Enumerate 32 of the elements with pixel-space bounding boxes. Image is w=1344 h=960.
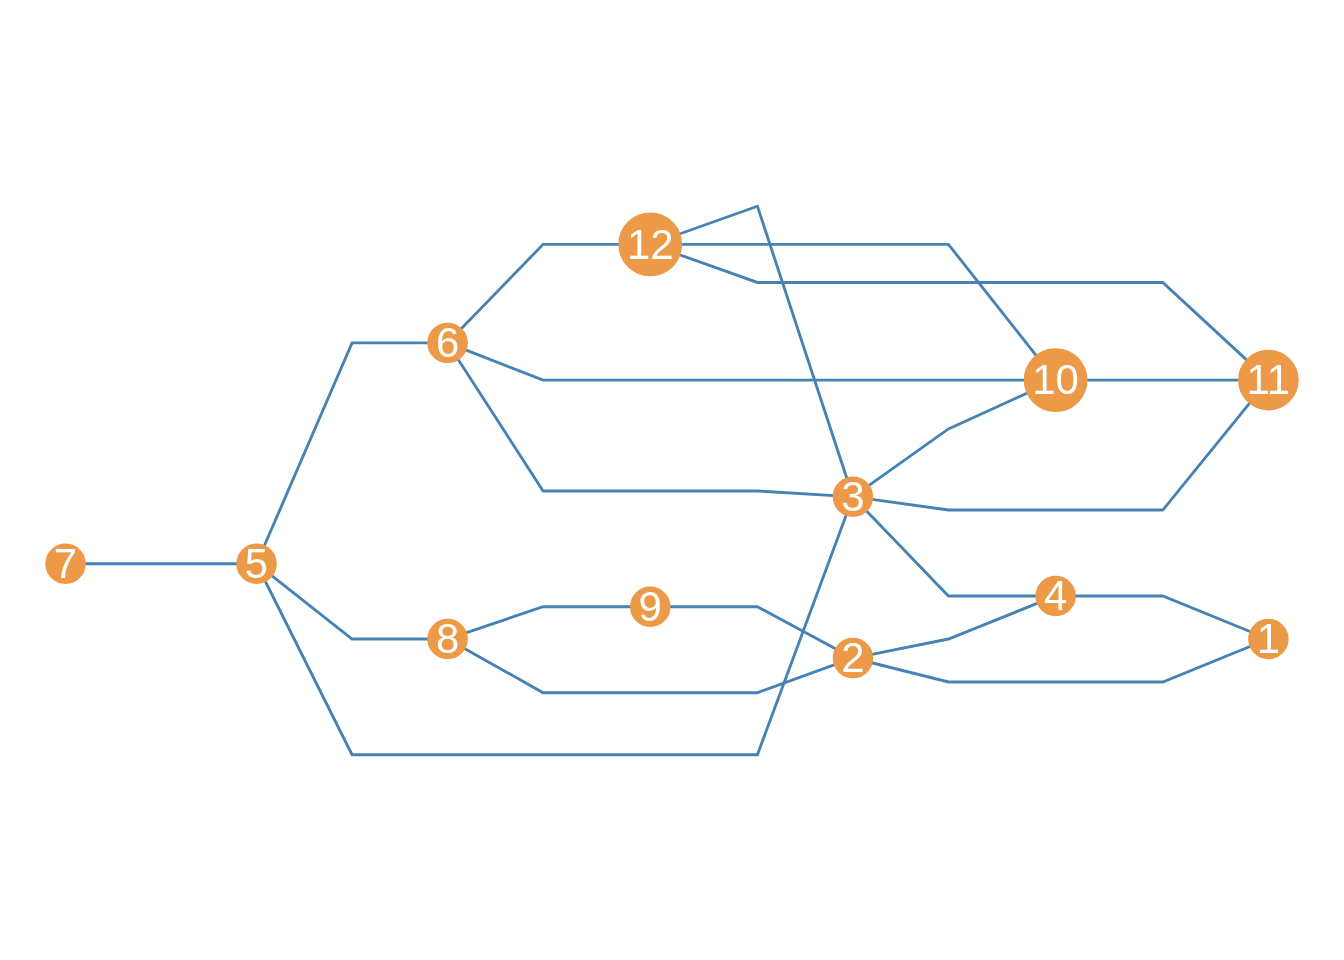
connector: [865, 509, 1037, 597]
node-circle: 7: [45, 543, 86, 584]
connector: [871, 401, 1251, 511]
node-circle: 8: [427, 618, 468, 659]
connector: [681, 242, 1038, 357]
node-circle: 9: [630, 585, 671, 627]
connector: [263, 513, 848, 756]
connector: [463, 646, 836, 694]
connector: [669, 604, 837, 650]
node-circle: 4: [1035, 575, 1076, 616]
connector: [871, 601, 1039, 656]
connector: [262, 341, 429, 547]
connector: [270, 574, 429, 640]
connector: [459, 242, 620, 330]
node-circle: 10: [1023, 347, 1088, 412]
connector: [465, 604, 631, 634]
node-circle: 1: [1248, 618, 1289, 659]
connector: [1074, 594, 1252, 633]
connector: [867, 391, 1029, 487]
node-circle: 11: [1238, 349, 1299, 410]
connector: [84, 561, 238, 565]
connector: [678, 252, 1248, 361]
node-circle: 2: [832, 637, 874, 678]
connector: [871, 644, 1252, 683]
node-circle: 6: [427, 322, 468, 363]
connector: [456, 357, 834, 497]
connector: [465, 348, 1025, 382]
node-circle: 5: [236, 543, 277, 584]
connector: [678, 203, 849, 479]
node-circle: 3: [832, 476, 874, 517]
node-circle: 12: [618, 211, 683, 276]
connector: [1086, 378, 1239, 382]
